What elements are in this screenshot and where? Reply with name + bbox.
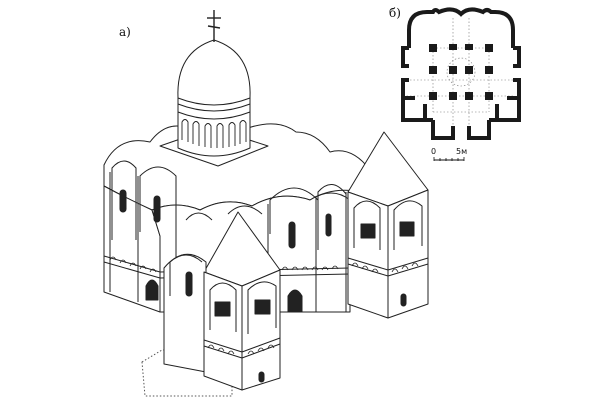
porch [163, 253, 207, 373]
label-b: б) [389, 6, 401, 20]
window [119, 189, 127, 213]
cathedral-axonometric [103, 10, 429, 397]
zakomara-3 [317, 184, 347, 250]
floor-plan [401, 7, 521, 140]
window [325, 213, 332, 237]
scale-start-label: 0 [431, 147, 436, 156]
scale-bar: 0 5м [431, 147, 467, 161]
zakomara-1 [139, 166, 177, 232]
drum [177, 98, 251, 157]
arcature-belt [103, 255, 351, 273]
dome [177, 39, 251, 106]
window [288, 221, 296, 249]
zakomara-west [111, 160, 137, 240]
drum-arcade [181, 119, 247, 148]
cross-icon [207, 10, 221, 42]
scale-end-label: 5м [456, 147, 467, 156]
label-a: а) [119, 25, 131, 39]
tower-right-south [387, 189, 429, 319]
window [153, 195, 161, 223]
